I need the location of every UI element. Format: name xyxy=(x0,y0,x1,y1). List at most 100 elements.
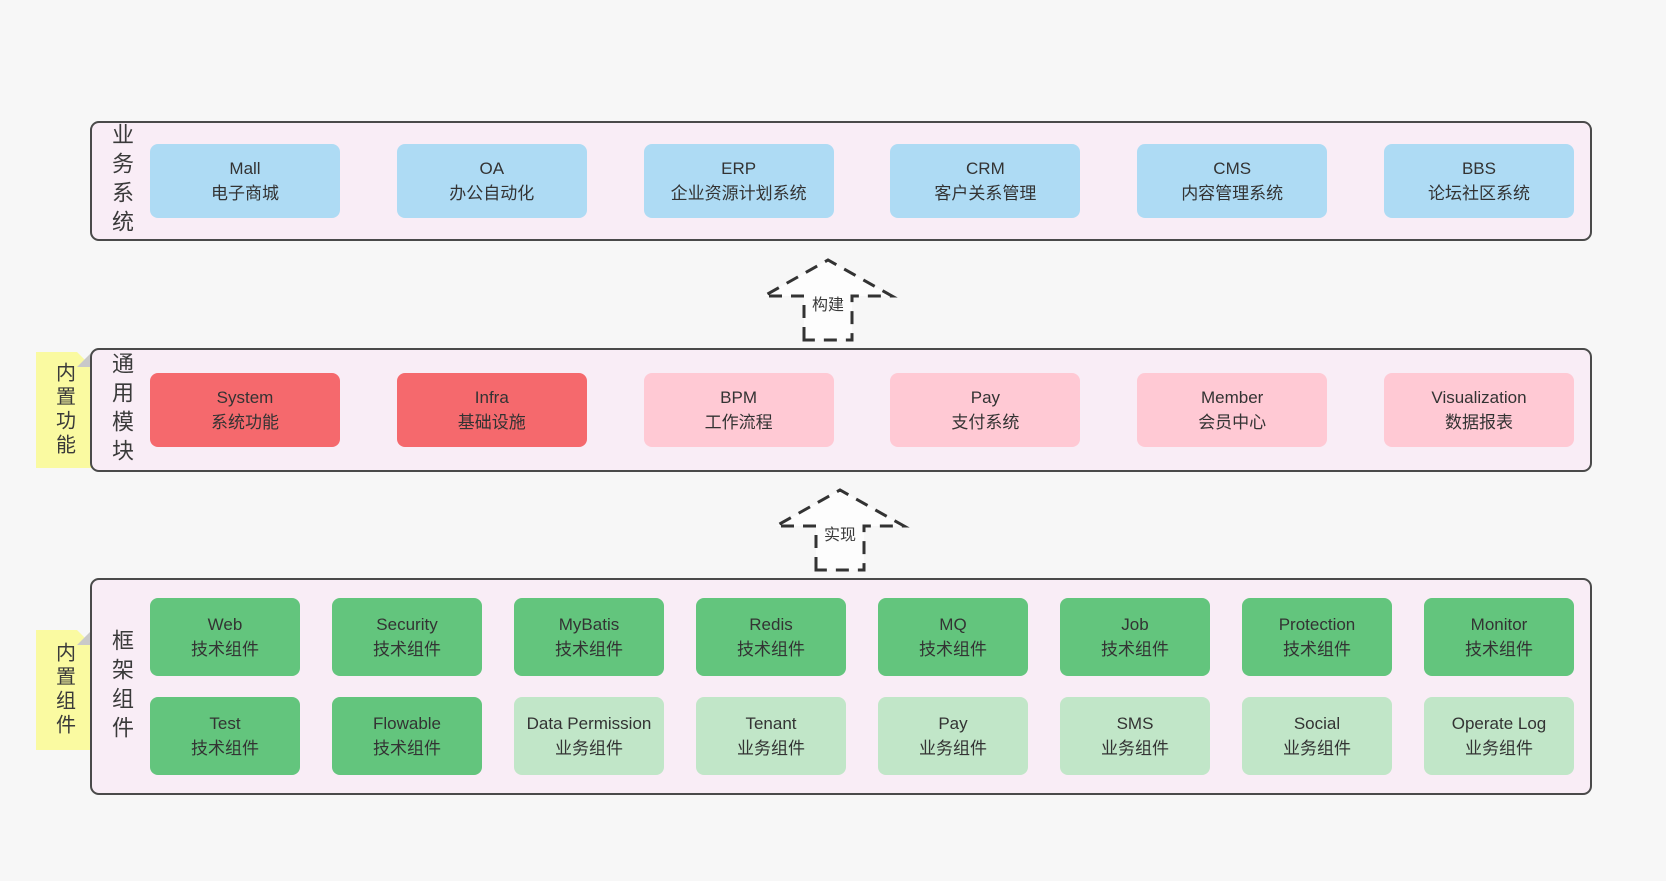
box-mybatis: MyBatis 技术组件 xyxy=(514,598,664,676)
box-mq: MQ 技术组件 xyxy=(878,598,1028,676)
box-social-name: Social xyxy=(1293,713,1341,733)
box-operate-log-name: Operate Log xyxy=(1451,713,1547,733)
box-erp-name: ERP xyxy=(721,158,757,178)
box-visualization: Visualization 数据报表 xyxy=(1383,373,1574,447)
box-tenant-name: Tenant xyxy=(745,713,797,733)
box-sms: SMS 业务组件 xyxy=(1060,697,1210,775)
box-pay-name: Pay xyxy=(970,387,1001,407)
box-infra-name: Infra xyxy=(474,387,509,407)
note-built-in-functions: 内置功能 xyxy=(36,352,92,468)
box-test-desc: 技术组件 xyxy=(191,739,259,758)
box-bbs: BBS 论坛社区系统 xyxy=(1383,144,1574,218)
framework-boxes: Web 技术组件 Security 技术组件 MyBatis 技术组件 Redi… xyxy=(150,580,1590,793)
box-job-name: Job xyxy=(1121,614,1149,634)
box-erp: ERP 企业资源计划系统 xyxy=(643,144,834,218)
box-sms-name: SMS xyxy=(1116,713,1154,733)
box-erp-desc: 企业资源计划系统 xyxy=(670,184,807,203)
box-mall-desc: 电子商城 xyxy=(211,184,279,203)
box-oa: OA 办公自动化 xyxy=(396,144,587,218)
box-mall-name: Mall xyxy=(229,158,261,178)
box-redis-name: Redis xyxy=(749,614,793,634)
box-monitor-desc: 技术组件 xyxy=(1465,640,1533,659)
box-crm-desc: 客户关系管理 xyxy=(934,184,1037,203)
box-job-desc: 技术组件 xyxy=(1101,640,1169,659)
box-job: Job 技术组件 xyxy=(1060,598,1210,676)
layer-framework-label: 框架组件 xyxy=(109,628,134,745)
box-mall: Mall 电子商城 xyxy=(150,144,340,218)
box-flowable-name: Flowable xyxy=(372,713,442,733)
box-system: System 系统功能 xyxy=(150,373,340,447)
box-oa-desc: 办公自动化 xyxy=(449,184,535,203)
box-test-name: Test xyxy=(209,713,241,733)
box-crm: CRM 客户关系管理 xyxy=(890,144,1081,218)
box-web: Web 技术组件 xyxy=(150,598,300,676)
note-built-in-functions-label: 内置功能 xyxy=(52,362,75,458)
box-web-name: Web xyxy=(207,614,243,634)
layer-business-label: 业务系统 xyxy=(109,123,134,239)
box-social: Social 业务组件 xyxy=(1242,697,1392,775)
box-social-desc: 业务组件 xyxy=(1283,739,1351,758)
box-bbs-desc: 论坛社区系统 xyxy=(1427,184,1530,203)
box-system-desc: 系统功能 xyxy=(211,413,279,432)
box-cms-desc: 内容管理系统 xyxy=(1181,184,1284,203)
box-test: Test 技术组件 xyxy=(150,697,300,775)
box-bpm: BPM 工作流程 xyxy=(643,373,834,447)
box-bpm-name: BPM xyxy=(720,387,758,407)
box-redis-desc: 技术组件 xyxy=(737,640,805,659)
layer-framework-components: 框架组件 Web 技术组件 Security 技术组件 MyBatis 技术组件… xyxy=(90,578,1592,795)
box-security: Security 技术组件 xyxy=(332,598,482,676)
layer-business-systems: 业务系统 Mall 电子商城 OA 办公自动化 ERP 企业资源计划系统 CRM… xyxy=(90,121,1592,241)
module-boxes: System 系统功能 Infra 基础设施 BPM 工作流程 Pay 支付系统… xyxy=(150,350,1590,470)
box-data-permission: Data Permission 业务组件 xyxy=(514,697,664,775)
box-mybatis-desc: 技术组件 xyxy=(555,640,623,659)
note-built-in-components-label: 内置组件 xyxy=(52,642,75,738)
arrow-build-label: 构建 xyxy=(808,290,848,317)
layer-common-modules: 通用模块 System 系统功能 Infra 基础设施 BPM 工作流程 Pay… xyxy=(90,348,1592,472)
business-boxes: Mall 电子商城 OA 办公自动化 ERP 企业资源计划系统 CRM 客户关系… xyxy=(150,123,1590,239)
box-monitor-name: Monitor xyxy=(1470,614,1528,634)
box-infra-desc: 基础设施 xyxy=(457,413,526,432)
framework-row-2: Test 技术组件 Flowable 技术组件 Data Permission … xyxy=(150,697,1574,775)
box-oa-name: OA xyxy=(479,158,505,178)
box-tenant-desc: 业务组件 xyxy=(737,739,805,758)
box-bpm-desc: 工作流程 xyxy=(704,413,773,432)
box-pay-desc: 支付系统 xyxy=(951,413,1020,432)
box-pay-component-desc: 业务组件 xyxy=(919,739,987,758)
note-built-in-components: 内置组件 xyxy=(36,630,92,750)
framework-row-1: Web 技术组件 Security 技术组件 MyBatis 技术组件 Redi… xyxy=(150,598,1574,676)
box-web-desc: 技术组件 xyxy=(191,640,259,659)
box-protection: Protection 技术组件 xyxy=(1242,598,1392,676)
box-protection-desc: 技术组件 xyxy=(1283,640,1351,659)
box-member-name: Member xyxy=(1201,387,1264,407)
box-redis: Redis 技术组件 xyxy=(696,598,846,676)
arrow-implement-icon: 实现 xyxy=(770,486,910,572)
box-pay: Pay 支付系统 xyxy=(890,373,1081,447)
box-sms-desc: 业务组件 xyxy=(1101,739,1169,758)
box-security-desc: 技术组件 xyxy=(373,640,441,659)
box-crm-name: CRM xyxy=(966,158,1005,178)
box-operate-log-desc: 业务组件 xyxy=(1465,739,1533,758)
box-member-desc: 会员中心 xyxy=(1198,413,1267,432)
box-visualization-desc: 数据报表 xyxy=(1444,413,1513,432)
box-monitor: Monitor 技术组件 xyxy=(1424,598,1574,676)
box-bbs-name: BBS xyxy=(1461,158,1496,178)
box-mybatis-name: MyBatis xyxy=(558,614,620,634)
note-fold-icon xyxy=(77,630,92,645)
arrow-implement-label: 实现 xyxy=(820,520,860,547)
box-system-name: System xyxy=(216,387,274,407)
box-security-name: Security xyxy=(376,614,438,634)
box-infra: Infra 基础设施 xyxy=(396,373,587,447)
box-member: Member 会员中心 xyxy=(1137,373,1328,447)
box-pay-component-name: Pay xyxy=(938,713,968,733)
box-mq-name: MQ xyxy=(939,614,967,634)
box-mq-desc: 技术组件 xyxy=(919,640,987,659)
box-pay-component: Pay 业务组件 xyxy=(878,697,1028,775)
arrow-build-icon: 构建 xyxy=(758,256,898,342)
box-tenant: Tenant 业务组件 xyxy=(696,697,846,775)
box-data-permission-desc: 业务组件 xyxy=(555,739,623,758)
note-fold-icon xyxy=(77,352,92,367)
box-flowable: Flowable 技术组件 xyxy=(332,697,482,775)
box-protection-name: Protection xyxy=(1278,614,1356,634)
box-cms-name: CMS xyxy=(1213,158,1252,178)
box-data-permission-name: Data Permission xyxy=(526,713,652,733)
